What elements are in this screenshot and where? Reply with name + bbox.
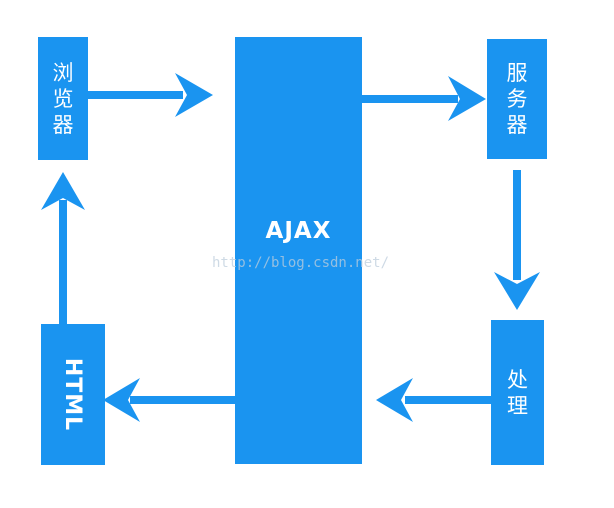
node-ajax-label: AJAX <box>265 218 332 244</box>
node-html: HTML <box>41 324 105 465</box>
node-process-char: 处 <box>507 367 528 392</box>
node-server-char: 务 <box>506 87 528 111</box>
node-process-label: 处 理 <box>507 367 528 419</box>
node-server-char: 服 <box>506 61 528 85</box>
arrow-ajax-to-server <box>362 76 486 121</box>
node-browser: 浏 览 器 <box>38 37 88 160</box>
arrow-ajax-to-html <box>103 378 235 422</box>
node-browser-label: 浏 览 器 <box>53 60 74 138</box>
node-server: 服 务 器 <box>487 39 547 159</box>
arrow-server-to-process <box>494 170 540 310</box>
arrow-browser-to-ajax <box>88 73 213 117</box>
node-browser-char: 览 <box>52 86 74 111</box>
node-server-char: 器 <box>506 113 528 137</box>
node-browser-char: 器 <box>52 112 74 137</box>
node-server-label: 服 务 器 <box>507 60 528 138</box>
node-browser-char: 浏 <box>52 60 74 85</box>
watermark-text: http://blog.csdn.net/ <box>212 255 390 271</box>
node-ajax: AJAX <box>235 37 362 464</box>
arrow-process-to-ajax <box>376 378 491 422</box>
node-process: 处 理 <box>491 320 544 465</box>
node-process-char: 理 <box>507 393 528 418</box>
node-html-label: HTML <box>60 357 86 432</box>
arrow-html-to-browser <box>41 172 85 324</box>
